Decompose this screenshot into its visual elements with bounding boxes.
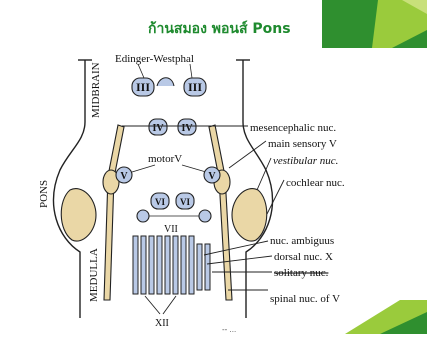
nucleus-vii-label: VII	[164, 224, 178, 235]
motor-v-label: motorV	[148, 153, 182, 165]
nucleus-iii-right: III	[184, 78, 206, 96]
label-cochlear-nuc: cochlear nuc.	[286, 177, 345, 189]
slide-title: ก้านสมอง พอนส์ Pons	[148, 18, 348, 40]
medulla-columns	[133, 236, 210, 294]
edinger-westphal-marker	[157, 78, 174, 86]
nucleus-iv-left-label: IV	[152, 123, 164, 134]
label-mesencephalic-nuc: mesencephalic nuc.	[250, 122, 336, 134]
brainstem-outline	[54, 60, 273, 318]
nucleus-xii-label: XII	[155, 318, 169, 329]
label-spinal-nuc-of-v: spinal nuc. of V	[270, 293, 340, 305]
label-solitary-nuc: solitary nuc.	[274, 267, 329, 279]
nucleus-vii: VII	[137, 210, 211, 235]
region-label-midbrain: MIDBRAIN	[90, 62, 102, 118]
label-main-sensory-v: main sensory V	[268, 138, 337, 150]
nucleus-iv-right: IV	[178, 119, 196, 135]
nucleus-v-left: V	[116, 167, 132, 183]
nucleus-v-right-label: V	[208, 171, 216, 182]
nucleus-iii-left-label: III	[136, 80, 150, 94]
nucleus-iv-right-label: IV	[181, 123, 193, 134]
label-dorsal-nuc-x: dorsal nuc. X	[274, 251, 333, 263]
footer-text: -- ...	[222, 325, 236, 334]
nucleus-iii-left: III	[132, 78, 154, 96]
nucleus-vi-left: VI	[151, 193, 169, 209]
edinger-westphal-label: Edinger-Westphal	[115, 53, 194, 65]
region-label-medulla: MEDULLA	[88, 248, 100, 302]
nucleus-iii-right-label: III	[188, 80, 202, 94]
nucleus-vi-right-label: VI	[180, 197, 190, 207]
nucleus-vi-left-label: VI	[155, 197, 165, 207]
label-vestibular-nuc: vestibular nuc.	[273, 155, 338, 167]
label-nuc-ambiguus: nuc. ambiguus	[270, 235, 334, 247]
nucleus-iv-left: IV	[149, 119, 167, 135]
nucleus-v-left-label: V	[120, 171, 128, 182]
nucleus-v-right: V	[204, 167, 220, 183]
region-label-pons: PONS	[38, 180, 50, 208]
nucleus-vi-right: VI	[176, 193, 194, 209]
